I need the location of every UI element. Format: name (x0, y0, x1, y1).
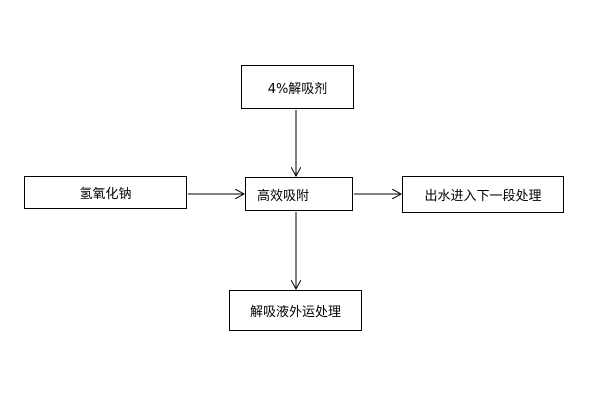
node-outlet: 出水进入下一段处理 (402, 176, 564, 213)
node-desorbate-label: 解吸液外运处理 (249, 305, 341, 320)
node-naoh: 氢氧化钠 (24, 176, 187, 209)
node-adsorption: 高效吸附 (245, 177, 353, 211)
node-desorbent: 4%解吸剂 (241, 65, 354, 109)
node-outlet-label: 出水进入下一段处理 (424, 189, 542, 204)
node-adsorption-label: 高效吸附 (257, 188, 310, 204)
node-naoh-label: 氢氧化钠 (79, 187, 132, 202)
node-desorbent-label: 4%解吸剂 (267, 81, 328, 97)
node-desorbate: 解吸液外运处理 (229, 290, 362, 331)
